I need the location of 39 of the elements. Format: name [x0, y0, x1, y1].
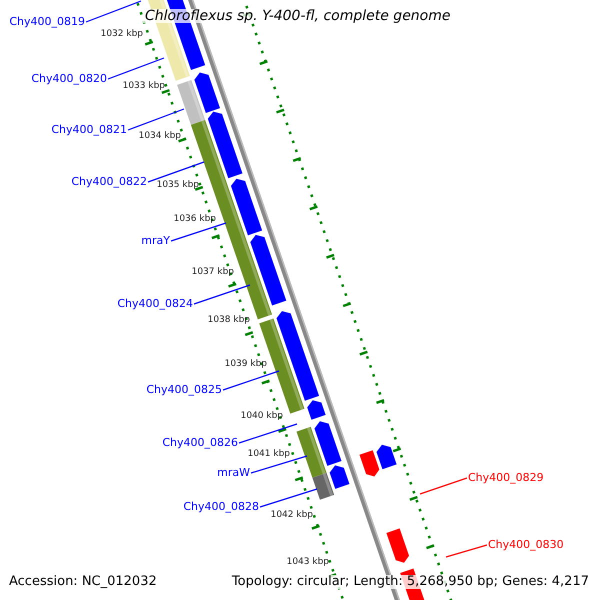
gene-label: Chy400_0828	[183, 500, 259, 514]
scale-label: 1035 kbp	[156, 180, 199, 190]
scale-label: 1034 kbp	[138, 130, 181, 142]
scale-label: 1032 kbp	[100, 28, 143, 40]
footer-text: Accession: NC_012032	[9, 575, 157, 589]
leader-line	[86, 0, 142, 23]
gene-label: Chy400_0829	[468, 471, 544, 485]
gene-label: Chy400_0820	[31, 72, 107, 86]
leader-line	[194, 284, 250, 305]
gene-label: Chy400_0830	[488, 538, 564, 552]
gene-label: Chy400_0826	[162, 436, 238, 450]
gene-label: Chy400_0825	[146, 383, 222, 397]
gene-label: Chy400_0824	[117, 297, 193, 311]
map-title: Chloroflexus sp. Y-400-fl, complete genome	[143, 9, 452, 23]
scale-label: 1037 kbp	[192, 266, 234, 278]
scale-label: 1036 kbp	[174, 214, 216, 224]
gene-label: mraY	[141, 234, 170, 248]
leader-line	[170, 222, 226, 242]
gene-label: Chy400_0821	[51, 123, 127, 137]
leader-line	[128, 108, 184, 131]
gene-label: Chy400_0819	[9, 15, 85, 29]
scale-label: 1040 kbp	[240, 410, 283, 422]
scale-label: 1033 kbp	[122, 80, 165, 92]
scale-label: 1041 kbp	[248, 448, 290, 460]
leader-line	[108, 57, 164, 80]
leader-line	[260, 488, 318, 508]
leader-line	[250, 455, 308, 474]
scale-label: 1038 kbp	[208, 314, 250, 326]
gene-label: Chy400_0822	[71, 175, 147, 189]
leader-line	[420, 477, 468, 495]
footer-text: Topology: circular; Length: 5,268,950 bp; Genes: 4,217	[230, 575, 591, 589]
leader-line	[222, 370, 280, 391]
gene-label: mraW	[217, 466, 250, 480]
scale-label: 1043 kbp	[286, 556, 329, 568]
scale-label: 1042 kbp	[270, 510, 313, 520]
leader-line	[446, 544, 488, 558]
leader-line	[148, 161, 204, 183]
scale-label: 1039 kbp	[224, 358, 267, 370]
leader-line	[238, 423, 298, 444]
